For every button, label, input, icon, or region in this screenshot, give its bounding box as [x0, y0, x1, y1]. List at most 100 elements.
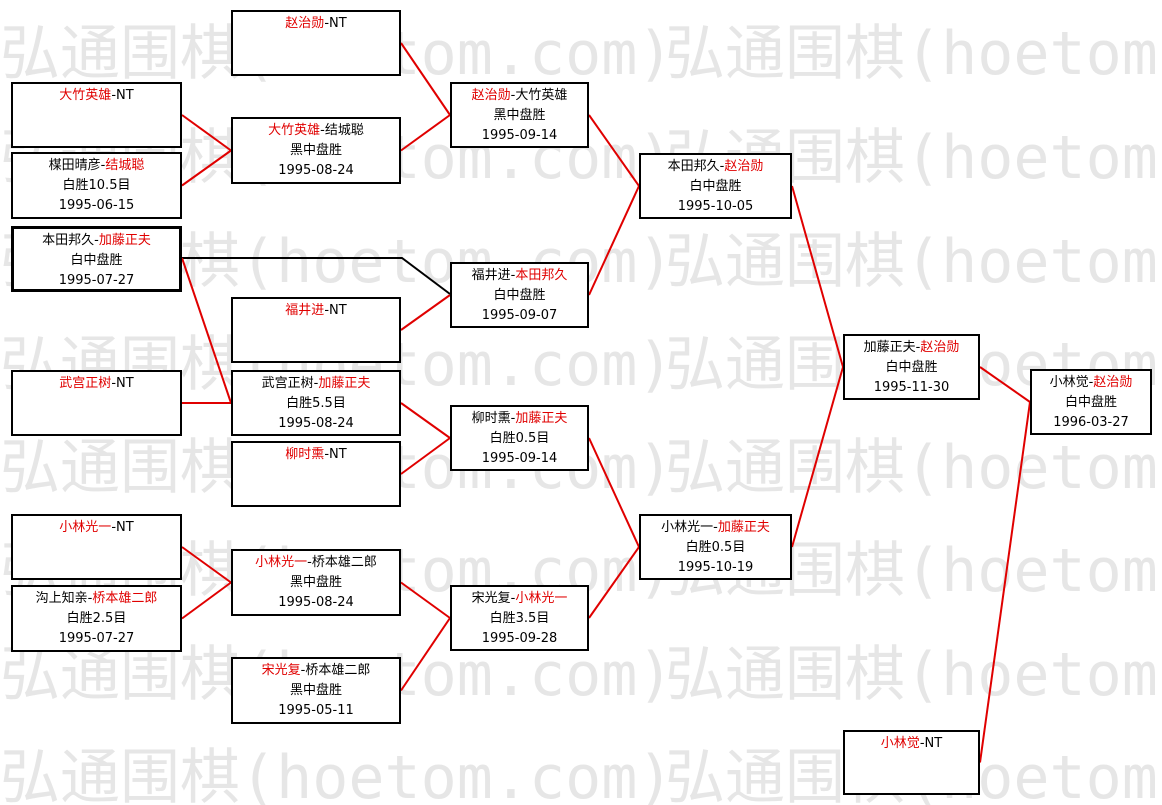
match-date: 1995-05-11	[278, 703, 354, 718]
separator: -	[324, 16, 330, 31]
match-box: 宋光复-桥本雄二郎黑中盘胜 1995-05-11	[231, 657, 401, 724]
match-players: 赵治勋-大竹英雄	[452, 86, 587, 106]
match-players: 大竹英雄-NT	[13, 86, 180, 106]
match-result: 白中盘胜	[689, 179, 742, 194]
match-result: 黑中盘胜	[493, 108, 546, 123]
separator: -	[919, 736, 925, 751]
player-b: NT	[924, 736, 943, 751]
match-date: 1995-09-14	[481, 451, 558, 466]
match-players: 柳时熏-加藤正夫	[452, 409, 587, 429]
separator: -	[713, 520, 718, 535]
player-b: 加藤正夫	[98, 233, 151, 248]
match-date: 1995-07-27	[58, 273, 135, 288]
connector-line	[588, 546, 640, 619]
player-b: NT	[329, 447, 347, 462]
separator: -	[719, 159, 725, 174]
separator: -	[915, 340, 921, 355]
player-a: 武宫正树	[261, 376, 314, 391]
player-b: 结城聪	[324, 123, 364, 138]
match-result: 白胜3.5目	[489, 611, 550, 626]
player-a: 宋光复	[471, 591, 511, 606]
separator: -	[313, 376, 319, 391]
match-box: 大竹英雄-结城聪黑中盘胜 1995-08-24	[231, 117, 401, 184]
match-players: 小林光一-NT	[13, 518, 180, 538]
separator: -	[111, 376, 117, 391]
player-b: 小林光一	[515, 591, 568, 606]
connector-line	[181, 257, 232, 404]
match-players: 楳田晴彦-结城聪	[13, 156, 180, 176]
match-result: 白胜5.5目	[286, 396, 346, 411]
connector-line	[181, 546, 232, 584]
match-players: 宋光复-小林光一	[452, 589, 587, 609]
match-players: 本田邦久-加藤正夫	[14, 231, 179, 251]
match-result: 黑中盘胜	[289, 143, 342, 158]
match-box: 本田邦久-加藤正夫白中盘胜 1995-07-27	[11, 226, 182, 292]
match-date: 1995-09-28	[481, 631, 558, 646]
match-result: 白胜2.5目	[66, 611, 127, 626]
separator: -	[87, 591, 93, 606]
player-b: 桥本雄二郎	[92, 591, 158, 606]
match-box: 宋光复-小林光一白胜3.5目 1995-09-28	[450, 585, 589, 651]
match-players: 宋光复-桥本雄二郎	[233, 661, 399, 681]
player-a: 小林觉	[880, 736, 920, 751]
player-a: 福井进	[471, 268, 511, 283]
player-a: 柳时熏	[471, 411, 511, 426]
connector-line	[791, 185, 844, 368]
separator: -	[510, 591, 516, 606]
match-players: 赵治勋-NT	[233, 14, 399, 34]
separator: -	[100, 158, 106, 173]
connector-line	[588, 437, 640, 548]
connector-line	[400, 42, 451, 116]
match-box: 小林觉-NT	[843, 730, 980, 795]
match-players: 加藤正夫-赵治勋	[845, 338, 978, 358]
player-b: 加藤正夫	[515, 411, 568, 426]
player-a: 本田邦久	[667, 159, 720, 174]
match-result: 白中盘胜	[1064, 395, 1117, 410]
connector-line	[181, 581, 232, 620]
match-result: 黑中盘胜	[289, 683, 342, 698]
player-a: 沟上知亲	[35, 591, 88, 606]
player-a: 小林光一	[661, 520, 714, 535]
player-a: 赵治勋	[471, 88, 511, 103]
separator: -	[510, 411, 516, 426]
separator: -	[307, 555, 312, 570]
separator: -	[300, 663, 306, 678]
match-players: 本田邦久-赵治勋	[641, 157, 790, 177]
player-b: 赵治勋	[1093, 375, 1133, 390]
player-a: 大竹英雄	[59, 88, 112, 103]
match-result: 白胜0.5目	[685, 540, 746, 555]
connector-line	[400, 617, 451, 692]
connector-line	[979, 401, 1031, 763]
match-box: 武宫正树-NT	[11, 370, 182, 436]
match-date: 1995-08-24	[278, 416, 354, 431]
match-box: 福井进-NT	[231, 297, 401, 363]
match-date: 1995-07-27	[58, 631, 135, 646]
match-date: 1995-10-19	[677, 560, 754, 575]
player-b: 结城聪	[105, 158, 145, 173]
match-date: 1995-08-24	[278, 595, 354, 610]
match-result: 白中盘胜	[70, 253, 123, 268]
player-a: 加藤正夫	[863, 340, 916, 355]
connector-line	[181, 149, 232, 187]
connector-line	[181, 114, 232, 152]
separator: -	[320, 123, 325, 138]
match-box: 柳时熏-NT	[231, 441, 401, 507]
separator: -	[1088, 375, 1094, 390]
match-players: 大竹英雄-结城聪	[233, 121, 399, 141]
match-date: 1996-03-27	[1053, 415, 1129, 430]
match-players: 武宫正树-NT	[13, 374, 180, 394]
player-b: 本田邦久	[515, 268, 568, 283]
connector-line	[182, 257, 451, 295]
match-date: 1995-09-07	[481, 308, 558, 323]
match-players: 武宫正树-加藤正夫	[233, 374, 399, 394]
player-b: NT	[116, 88, 134, 103]
separator: -	[94, 233, 99, 248]
player-b: NT	[329, 303, 347, 318]
match-result: 白胜10.5目	[62, 178, 131, 193]
match-date: 1995-08-24	[278, 163, 354, 178]
match-box: 小林光一-NT	[11, 514, 182, 580]
